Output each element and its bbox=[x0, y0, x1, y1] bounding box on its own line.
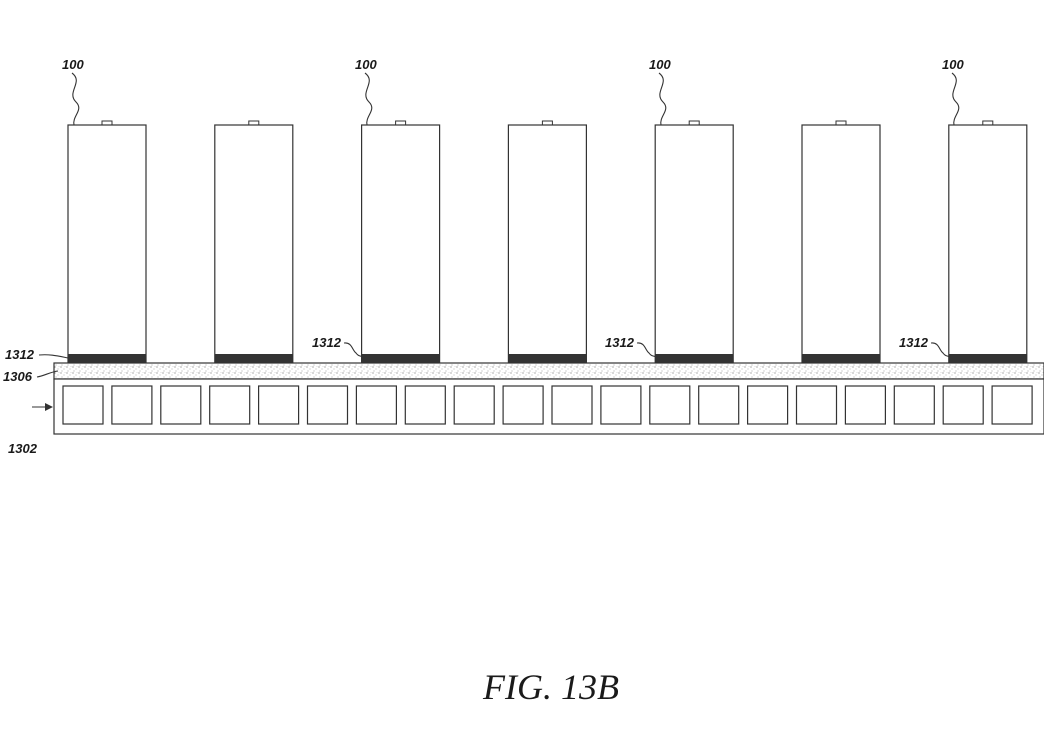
cooling-channel bbox=[453, 385, 495, 425]
battery-cell bbox=[801, 120, 881, 364]
cooling-channel bbox=[258, 385, 300, 425]
cell-bond bbox=[508, 354, 587, 363]
cell-leader bbox=[71, 72, 80, 126]
cooling-channels bbox=[62, 385, 1033, 425]
cell-bond bbox=[802, 354, 880, 363]
cell-body bbox=[361, 124, 441, 364]
cell-reference-1: 100 bbox=[62, 57, 84, 126]
bond-leader bbox=[343, 342, 365, 358]
cooling-channel bbox=[942, 385, 984, 425]
bond-reference-7: 1312 bbox=[899, 335, 952, 358]
cell-label: 100 bbox=[649, 57, 671, 72]
cooling-channel bbox=[893, 385, 935, 425]
cell-body bbox=[214, 124, 294, 364]
battery-cell bbox=[948, 120, 1028, 364]
interface-layer bbox=[53, 362, 1044, 380]
cooling-channel bbox=[111, 385, 153, 425]
cell-body bbox=[948, 124, 1028, 364]
cooling-plate-reference: 1302 bbox=[8, 403, 53, 456]
cell-reference-7: 100 bbox=[942, 57, 964, 126]
arrow-icon bbox=[45, 403, 53, 411]
cell-reference-3: 100 bbox=[355, 57, 377, 126]
cooling-channel bbox=[62, 385, 104, 425]
cell-label: 100 bbox=[942, 57, 964, 72]
cooling-channel bbox=[649, 385, 691, 425]
cell-label: 100 bbox=[62, 57, 84, 72]
cell-bond bbox=[214, 354, 293, 363]
cooling-channel bbox=[795, 385, 838, 425]
cooling-plate-label: 1302 bbox=[8, 441, 38, 456]
cell-body bbox=[654, 124, 734, 364]
battery-cell bbox=[67, 120, 147, 364]
figure-caption: FIG. 13B bbox=[482, 667, 619, 707]
cooling-channel bbox=[600, 385, 642, 425]
cooling-channel bbox=[551, 385, 593, 425]
cooling-channel bbox=[404, 385, 446, 425]
battery-cells bbox=[67, 120, 1028, 364]
bond-reference-5: 1312 bbox=[605, 335, 658, 358]
bond-leader bbox=[930, 342, 952, 358]
cell-bond bbox=[948, 354, 1027, 363]
cooling-channel bbox=[844, 385, 887, 425]
battery-cell bbox=[214, 120, 294, 364]
cell-body bbox=[801, 124, 881, 364]
bond-leader bbox=[38, 354, 69, 359]
battery-cell bbox=[654, 120, 734, 364]
cell-bond bbox=[68, 354, 146, 363]
cell-leader bbox=[951, 72, 960, 126]
cooling-channel bbox=[698, 385, 740, 425]
cell-body bbox=[67, 124, 147, 364]
cell-body bbox=[507, 124, 587, 364]
cell-label: 100 bbox=[355, 57, 377, 72]
cooling-channel bbox=[209, 385, 251, 425]
bond-reference-1: 1312 bbox=[5, 347, 69, 362]
cooling-channel bbox=[991, 385, 1033, 425]
cooling-channel bbox=[746, 385, 789, 425]
bond-leader bbox=[636, 342, 658, 358]
battery-cell bbox=[361, 120, 441, 364]
interface-label: 1306 bbox=[3, 369, 33, 384]
interface-reference: 1306 bbox=[3, 369, 59, 384]
bond-reference-3: 1312 bbox=[312, 335, 365, 358]
cooling-channel bbox=[306, 385, 349, 425]
cooling-channel bbox=[160, 385, 202, 425]
cooling-channel bbox=[355, 385, 397, 425]
bond-label: 1312 bbox=[312, 335, 342, 350]
cell-bond bbox=[655, 354, 734, 363]
bond-label: 1312 bbox=[899, 335, 929, 350]
interface-leader bbox=[36, 370, 59, 378]
bond-label: 1312 bbox=[605, 335, 635, 350]
battery-cell bbox=[507, 120, 587, 364]
cooling-channel bbox=[502, 385, 544, 425]
cell-leader bbox=[364, 72, 373, 126]
bond-label: 1312 bbox=[5, 347, 35, 362]
cell-bond bbox=[361, 354, 440, 363]
cell-leader bbox=[658, 72, 667, 126]
cell-reference-5: 100 bbox=[649, 57, 671, 126]
